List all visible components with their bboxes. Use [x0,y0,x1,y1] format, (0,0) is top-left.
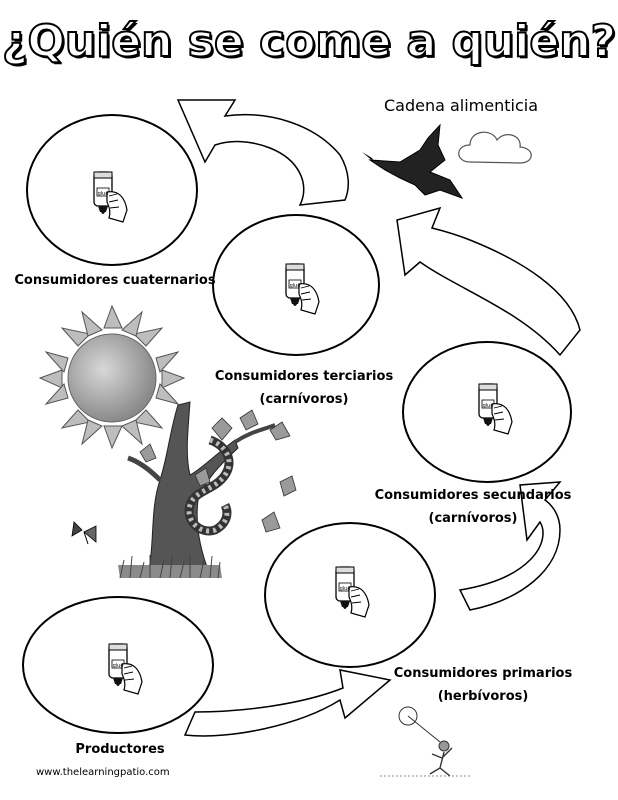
glue-stick-label: glue [113,663,124,669]
butterfly-icon [71,521,97,545]
label-secundarios: Consumidores secundarios [374,488,572,503]
arrow-right-upper [396,206,581,357]
sun-icon [38,304,186,450]
label-cuaternarios: Consumidores cuaternarios [14,273,216,288]
label-secundarios-sub: (carnívoros) [428,511,518,526]
glue-stick-label: glue [290,283,301,289]
page-title: ¿Quién se come a quién? [1,15,617,68]
glue-stick-label: glue [483,403,494,409]
tree-icon [118,401,297,579]
label-primarios-sub: (herbívoros) [437,689,529,704]
glue-stick-label: glue [98,191,109,197]
label-terciarios-sub: (carnívoros) [259,392,349,407]
footer-url[interactable]: www.thelearningpatio.com [36,767,170,778]
kid-with-net-icon [380,706,470,777]
glue-stick-label: glue [340,586,351,592]
arrow-right-lower [458,481,562,611]
label-terciarios: Consumidores terciarios [214,369,394,384]
cloud-icon [458,131,532,164]
subtitle: Cadena alimenticia [383,96,539,115]
arrow-top [176,99,350,206]
label-primarios: Consumidores primarios [393,666,573,681]
label-productores: Productores [75,742,165,757]
arrow-bottom [183,669,392,737]
eagle-icon [362,123,464,199]
